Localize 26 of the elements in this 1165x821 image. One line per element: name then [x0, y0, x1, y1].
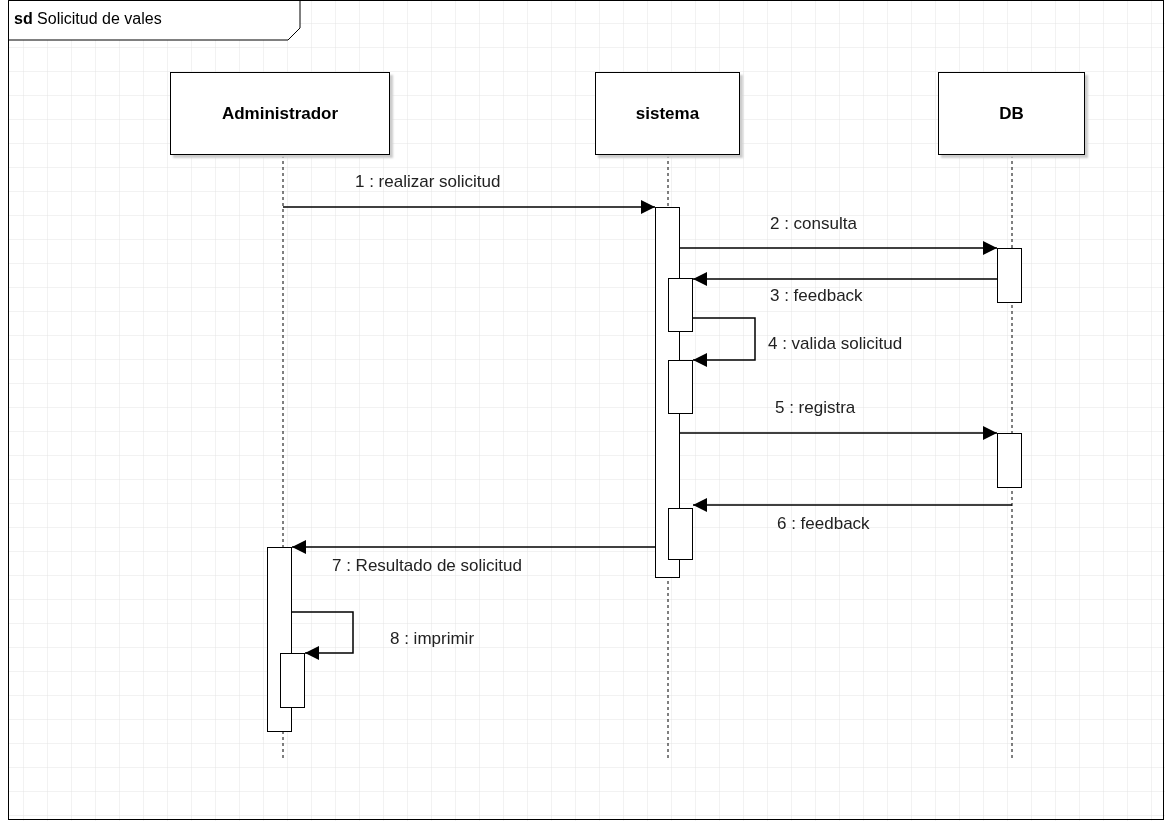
activation-bar	[668, 508, 693, 560]
message-arrow	[282, 200, 656, 214]
message-arrow	[291, 540, 656, 554]
message-arrow	[291, 611, 354, 660]
message-label: 4 : valida solicitud	[768, 334, 903, 354]
message-label: 5 : registra	[775, 398, 856, 418]
activation-bar	[997, 433, 1022, 488]
message-label: 6 : feedback	[777, 514, 870, 534]
lifeline-head: sistema	[595, 72, 740, 155]
diagram-title: sd Solicitud de vales	[14, 10, 162, 28]
message-arrow	[692, 272, 998, 286]
activation-bar	[997, 248, 1022, 303]
message-label: 2 : consulta	[770, 214, 857, 234]
message-label: 1 : realizar solicitud	[355, 172, 501, 192]
message-label: 7 : Resultado de solicitud	[332, 556, 522, 576]
activation-bar	[280, 653, 305, 708]
lifeline-head: DB	[938, 72, 1085, 155]
message-arrow	[679, 426, 998, 440]
message-label: 8 : imprimir	[390, 629, 475, 649]
message-arrow	[692, 498, 1013, 512]
message-label: 3 : feedback	[770, 286, 863, 306]
activation-bar	[668, 278, 693, 332]
message-arrow	[679, 241, 998, 255]
message-arrow	[692, 317, 756, 367]
activation-bar	[668, 360, 693, 414]
lifeline-head: Administrador	[170, 72, 390, 155]
